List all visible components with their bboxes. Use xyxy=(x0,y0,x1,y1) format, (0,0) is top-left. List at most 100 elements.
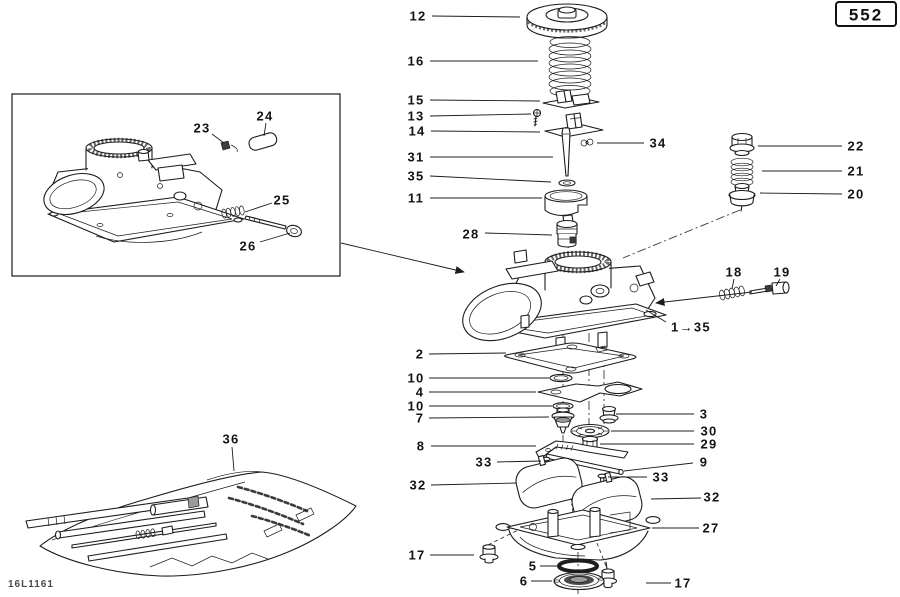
callout-leader-36 xyxy=(231,446,235,472)
callout-leader-2 xyxy=(428,352,507,355)
part-4-plate xyxy=(537,381,643,403)
callout-label-6: 6 xyxy=(520,574,529,589)
callout-label-23: 23 xyxy=(193,121,210,136)
callout-label-22: 22 xyxy=(847,139,864,154)
callout-label-17: 17 xyxy=(674,576,691,591)
page-code-text: 552 xyxy=(849,6,883,25)
callout-leader-24 xyxy=(263,122,267,137)
callout-label-19: 19 xyxy=(773,265,790,280)
page-code-badge: 552 xyxy=(835,1,897,27)
part-3-valve-seat xyxy=(599,405,619,424)
callout-leader-9 xyxy=(623,462,694,472)
part-26-screw xyxy=(244,215,302,238)
callout-leader-33 xyxy=(496,460,542,463)
callout-leader-23 xyxy=(211,133,225,144)
part-13-screw xyxy=(532,108,542,127)
callout-leader-7 xyxy=(428,416,550,419)
callout-leader-18 xyxy=(731,278,735,290)
part-15-bracket-plate xyxy=(542,89,600,109)
callout-label-5: 5 xyxy=(529,559,538,574)
callout-label-20: 20 xyxy=(847,187,864,202)
callout-label-31: 31 xyxy=(407,150,424,165)
callout-leader-12 xyxy=(431,15,521,18)
callout-leader-25 xyxy=(244,202,273,213)
part-6-drain-plug xyxy=(553,571,605,591)
callout-label-33: 33 xyxy=(652,470,669,485)
callout-leader-19 xyxy=(775,278,781,287)
part-16-slide-spring xyxy=(548,36,592,97)
install-arrows xyxy=(340,242,753,307)
part-30-slotted-disc xyxy=(570,423,610,439)
callout-leader-15 xyxy=(429,99,541,102)
callout-label-34: 34 xyxy=(649,136,666,151)
callout-label-30: 30 xyxy=(700,424,717,439)
callout-leader-32 xyxy=(650,497,702,500)
part-35-washer xyxy=(558,179,576,187)
callout-label-7: 7 xyxy=(416,411,425,426)
callout-leader-14 xyxy=(430,130,541,133)
part-11-throttle-slide xyxy=(544,189,588,216)
part-31-jet-needle xyxy=(561,127,571,177)
callout-label-1→35: 1→35 xyxy=(671,320,711,335)
part-8-float-arm xyxy=(535,440,629,460)
callout-label-33: 33 xyxy=(475,455,492,470)
part-34-e-clip xyxy=(580,138,594,147)
callout-label-27: 27 xyxy=(702,521,719,536)
callout-leader-28 xyxy=(484,232,553,236)
callout-label-14: 14 xyxy=(408,124,425,139)
callout-leader-1→35 xyxy=(645,309,667,323)
callout-label-4: 4 xyxy=(416,385,425,400)
callout-label-32: 32 xyxy=(409,478,426,493)
inset-assembled-carburetor xyxy=(43,136,245,243)
part-24-cap xyxy=(248,132,278,151)
part-12-adjuster-cap xyxy=(526,3,608,39)
part-1-carburetor-body xyxy=(462,248,667,351)
callout-label-25: 25 xyxy=(273,193,290,208)
callout-label-29: 29 xyxy=(700,437,717,452)
callout-label-10: 10 xyxy=(407,399,424,414)
part-7-main-jet xyxy=(551,407,575,434)
part-36-repair-kit xyxy=(25,471,357,577)
callout-leader-20 xyxy=(759,192,843,195)
callout-label-36: 36 xyxy=(222,432,239,447)
callout-leader-13 xyxy=(429,113,532,117)
callout-label-32: 32 xyxy=(703,490,720,505)
callout-label-11: 11 xyxy=(408,191,424,206)
callout-label-24: 24 xyxy=(256,109,273,124)
callout-leader-35 xyxy=(429,175,552,183)
callout-label-17: 17 xyxy=(408,548,425,563)
callout-label-21: 21 xyxy=(847,164,864,179)
part-25-spring xyxy=(221,205,245,219)
part-22-adjuster-nut xyxy=(729,132,755,157)
part-2-gasket xyxy=(504,342,637,374)
part-18-spring xyxy=(719,285,745,301)
callout-label-28: 28 xyxy=(462,227,479,242)
part-17-screws xyxy=(479,544,618,589)
part-19-screw xyxy=(749,281,790,295)
callout-label-15: 15 xyxy=(407,93,424,108)
callout-label-10: 10 xyxy=(407,371,424,386)
callout-label-13: 13 xyxy=(407,109,424,124)
callout-label-2: 2 xyxy=(416,347,425,362)
part-10-o-rings xyxy=(549,373,574,410)
part-20-adjuster-cap xyxy=(728,182,756,212)
callout-leader-32 xyxy=(430,482,517,486)
part-23-clip xyxy=(220,140,238,153)
callout-label-18: 18 xyxy=(725,265,742,280)
part-21-adjuster-spring xyxy=(730,157,754,187)
callout-label-9: 9 xyxy=(700,455,709,470)
callout-label-12: 12 xyxy=(409,9,426,24)
drawing-number: 16L1161 xyxy=(8,579,54,590)
callout-label-26: 26 xyxy=(239,239,256,254)
callout-label-8: 8 xyxy=(417,439,426,454)
callout-label-35: 35 xyxy=(407,169,424,184)
callout-leader-26 xyxy=(259,232,291,243)
part-14-cable-bracket xyxy=(544,112,604,138)
callout-label-3: 3 xyxy=(700,407,709,422)
part-28-needle-jet xyxy=(556,214,578,248)
install-arrow-2 xyxy=(655,291,753,307)
install-arrow-1 xyxy=(340,242,465,274)
